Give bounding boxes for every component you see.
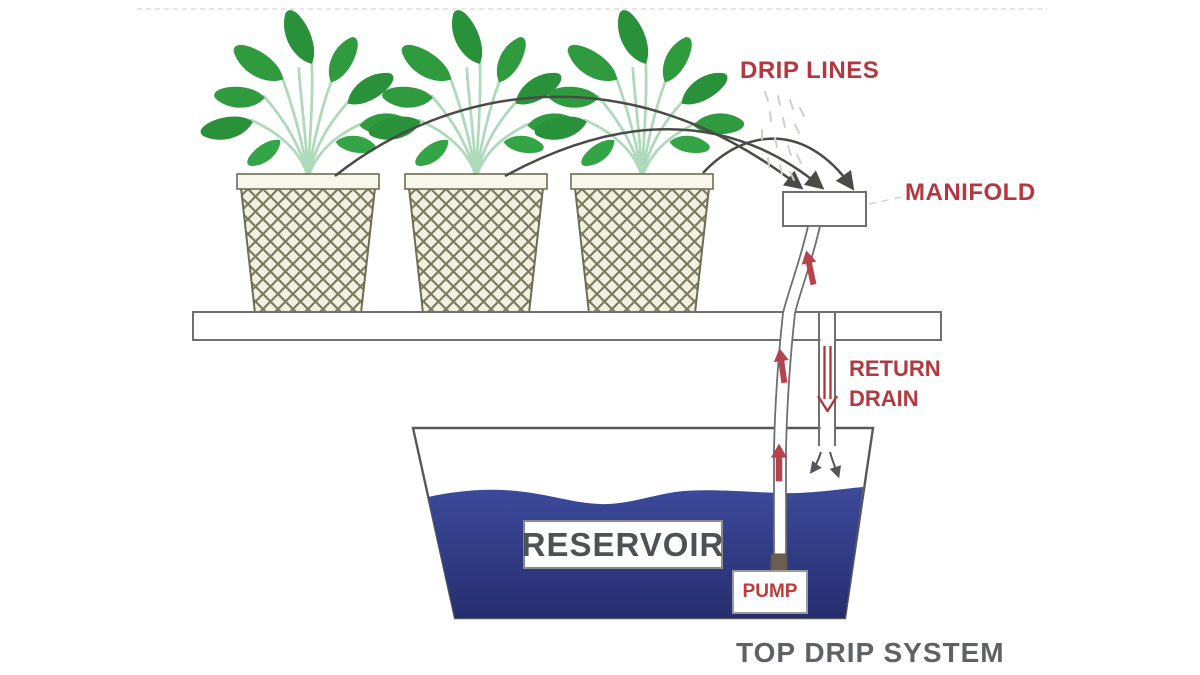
diagram-title: TOP DRIP SYSTEM: [736, 637, 1005, 668]
return-drain-label-line2: DRAIN: [849, 386, 919, 411]
manifold-label: MANIFOLD: [905, 179, 1036, 206]
return-drain-pipe: [818, 313, 836, 446]
drip-line-1: [334, 95, 804, 190]
reservoir-label: RESERVOIR: [522, 520, 723, 569]
drain-flow-arrow: [817, 346, 838, 413]
shelf: [192, 311, 942, 341]
spray-droplets: [761, 91, 805, 181]
pot-2: [404, 173, 548, 314]
pot-3: [570, 173, 714, 314]
manifold-leader-line: [868, 196, 903, 205]
disperse-arrows: [809, 451, 842, 479]
return-drain-label-line1: RETURN: [849, 356, 941, 381]
pot-1: [236, 173, 380, 314]
plant-1: [200, 8, 412, 177]
return-drain-label: RETURN DRAIN: [849, 354, 941, 414]
manifold-box: [782, 191, 867, 227]
drip-lines-label: DRIP LINES: [740, 57, 880, 84]
drip-line-2: [504, 127, 825, 190]
pump-label: PUMP: [732, 570, 808, 614]
plant-2: [368, 8, 580, 177]
plant-3: [534, 8, 746, 177]
